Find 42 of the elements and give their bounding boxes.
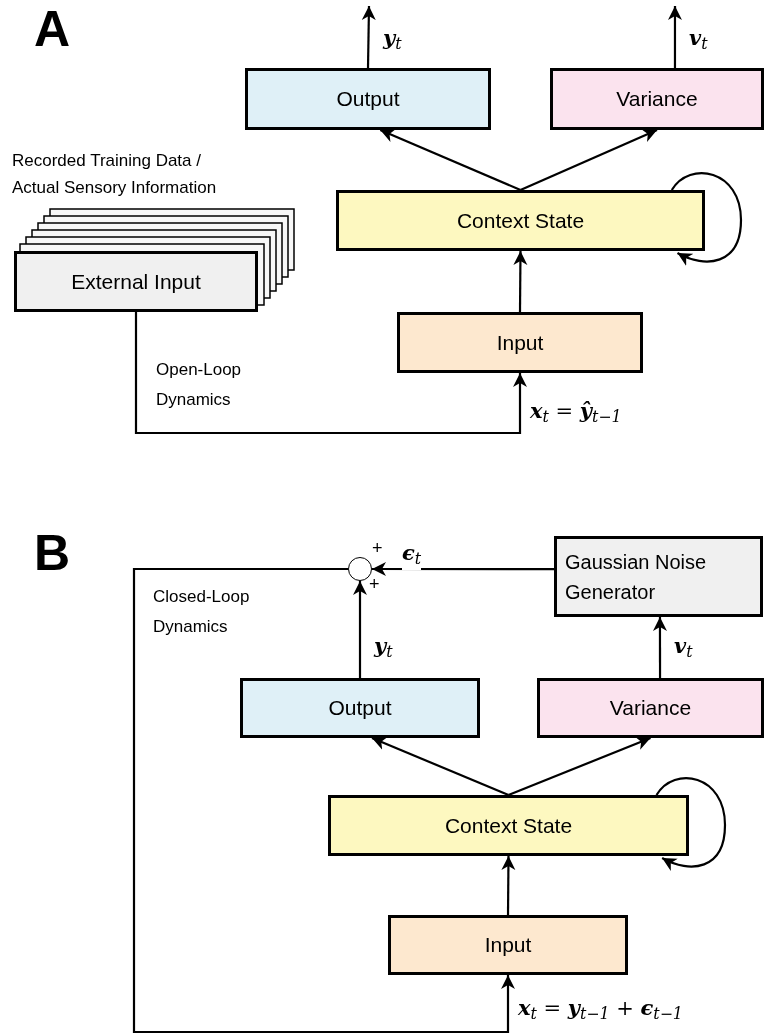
box-label: Context State — [456, 207, 585, 234]
arrow — [353, 581, 367, 678]
box-label: Variance — [609, 695, 692, 722]
box-label: Context State — [444, 812, 573, 839]
plus-sign: + — [369, 575, 380, 593]
box-label: Input — [484, 932, 532, 959]
arrow — [134, 312, 527, 435]
variance-box — [550, 68, 764, 130]
box-label: Input — [496, 329, 544, 356]
data-source-caption: Recorded Training Data / Actual Sensory Information — [12, 150, 218, 199]
arrow — [132, 567, 515, 1034]
plus-sign: + — [372, 539, 383, 557]
arrow — [372, 562, 554, 576]
input-box — [388, 915, 628, 975]
box-label: Variance — [616, 86, 698, 113]
arrow — [520, 129, 658, 191]
arrow — [361, 6, 376, 68]
arrow — [653, 617, 667, 678]
arrow — [513, 251, 528, 312]
arrow — [655, 777, 727, 871]
panel-letter: A — [34, 4, 71, 54]
loop-label: Open-Loop Dynamics — [156, 359, 243, 411]
input-box — [397, 312, 643, 373]
arrow — [501, 856, 516, 915]
variance-box — [537, 678, 764, 738]
arrow — [508, 736, 651, 797]
arrow — [379, 129, 521, 191]
context-state-box — [336, 190, 705, 251]
noise-generator-box — [554, 536, 763, 617]
panel-letter: B — [34, 528, 71, 578]
context-state-box — [328, 795, 689, 856]
arrow — [670, 172, 743, 266]
external-input-box — [14, 251, 258, 312]
output-box — [240, 678, 480, 738]
box-label: Gaussian Noise Generator — [565, 549, 708, 605]
loop-label: Closed-Loop Dynamics — [153, 586, 251, 638]
box-label: Output — [336, 86, 400, 113]
output-box — [245, 68, 491, 130]
arrow — [371, 736, 509, 796]
box-label: Output — [328, 695, 392, 722]
box-label: External Input — [71, 268, 201, 295]
arrow — [668, 6, 682, 68]
